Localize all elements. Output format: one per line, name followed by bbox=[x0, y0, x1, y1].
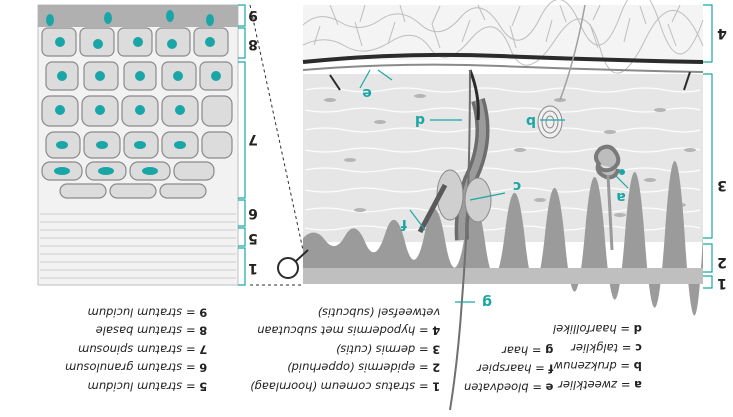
legend-item-c: c = talgklier bbox=[553, 342, 642, 354]
legend-item-5: 5 = stratum lucidum bbox=[65, 380, 207, 392]
marker-b: b bbox=[526, 113, 536, 129]
legend-item-a: a = zweetklier bbox=[553, 379, 642, 391]
layer-number-8: 8 bbox=[248, 36, 258, 52]
legend-item-3: 3 = dermis (cutis) bbox=[250, 343, 440, 355]
marker-a: a bbox=[616, 189, 625, 205]
sebaceous-gland-right bbox=[465, 178, 491, 222]
legend-item-4: 4 = hypodermis met subcutaan bbox=[250, 325, 440, 337]
legend-item-1: 1 = stratus corneum (hoornlaag) bbox=[250, 380, 440, 392]
legend-item-7: 7 = stratum spinosum bbox=[65, 343, 207, 355]
layer-number-2: 2 bbox=[717, 254, 727, 270]
legend-item-e: e = bloedvaten bbox=[464, 381, 553, 393]
layer-number-4: 4 bbox=[717, 25, 727, 41]
legend-col-layers-main: 1 = stratus corneum (hoornlaag) 2 = epid… bbox=[250, 306, 440, 392]
legend-item-g: g = haar bbox=[464, 344, 553, 356]
layer-bracket-right bbox=[703, 5, 712, 288]
zoom-detail bbox=[38, 5, 308, 285]
layer-number-7: 7 bbox=[248, 131, 258, 147]
legend-item-d: d = haarfollikel bbox=[553, 323, 642, 335]
marker-e: e bbox=[362, 85, 372, 101]
layer-number-1: 1 bbox=[717, 275, 727, 291]
legend-item-9: 9 = stratum lucidum bbox=[65, 306, 207, 318]
legend-item-f: f = haarspier bbox=[464, 363, 553, 375]
legend-item-4b: vetweefsel (subcutis) bbox=[250, 306, 440, 318]
legend-col-structures-2: e = bloedvaten f = haarspier g = haar bbox=[464, 344, 553, 393]
legend-col-structures-1: a = zweetklier b = drukzenuw c = talgkli… bbox=[553, 323, 642, 390]
legend-col-layers-detail: 5 = stratum lucidum 6 = stratum granulos… bbox=[65, 306, 207, 392]
layer-bracket-left bbox=[238, 5, 245, 285]
legend-item-2: 2 = epidermis (opperhuid) bbox=[250, 362, 440, 374]
marker-g: g bbox=[482, 294, 492, 310]
legend-item-6: 6 = stratum granulosum bbox=[65, 362, 207, 374]
stratum-corneum-region bbox=[303, 268, 703, 284]
layer-number-9-top: 9 bbox=[248, 7, 258, 23]
layer-number-3: 3 bbox=[717, 177, 727, 193]
layer-number-1-left: 1 bbox=[248, 260, 258, 276]
layer-number-6: 6 bbox=[248, 205, 258, 221]
legend-item-b: b = drukzenuw bbox=[553, 360, 642, 372]
layer-number-5: 5 bbox=[248, 230, 258, 246]
boundary-line-grey bbox=[303, 65, 703, 72]
legend-item-8: 8 = stratum basale bbox=[65, 325, 207, 337]
marker-c: c bbox=[513, 178, 521, 194]
marker-d: d bbox=[415, 112, 425, 128]
marker-f: f bbox=[400, 216, 407, 232]
